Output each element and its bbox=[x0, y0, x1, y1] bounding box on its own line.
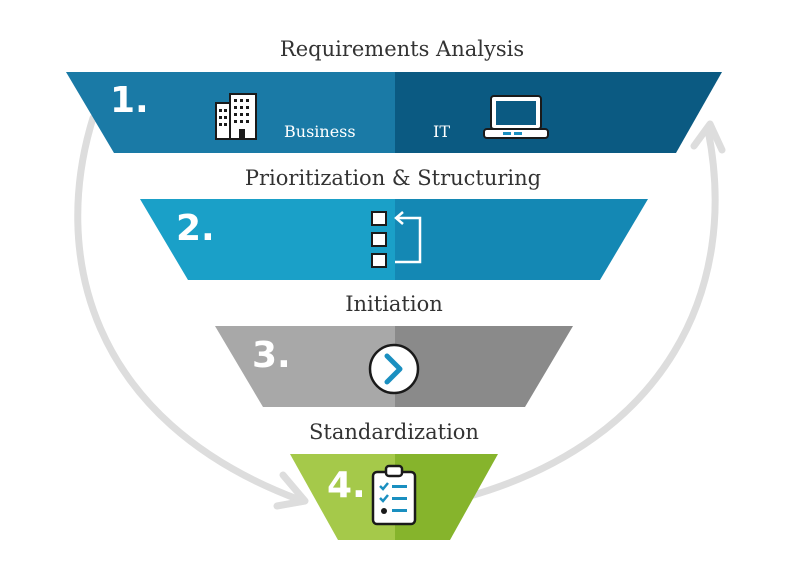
stage-3-band-right bbox=[395, 326, 573, 407]
stage-3-number: 3. bbox=[252, 335, 291, 376]
stage-1-left-label: Business bbox=[284, 122, 356, 141]
stage-2-number: 2. bbox=[176, 208, 215, 249]
stage-2-title: Prioritization & Structuring bbox=[245, 166, 541, 190]
reorder-list-icon bbox=[371, 211, 422, 268]
stage-1-right-label: IT bbox=[433, 122, 450, 141]
stage-4-title: Standardization bbox=[309, 420, 479, 444]
forward-arrow-circle-icon bbox=[368, 343, 420, 395]
clipboard-checklist-icon bbox=[371, 464, 417, 526]
stage-1-title: Requirements Analysis bbox=[280, 37, 524, 61]
cycle-arrows bbox=[74, 114, 726, 510]
stage-1-band-right bbox=[395, 72, 722, 153]
stage-3-title: Initiation bbox=[345, 292, 443, 316]
office-building-icon bbox=[215, 93, 257, 140]
stage-3-band-left bbox=[215, 326, 395, 407]
left-return-arrow bbox=[74, 114, 304, 504]
stage-4-band-left bbox=[290, 454, 395, 540]
stage-1-number: 1. bbox=[110, 80, 149, 121]
stage-2-band-right bbox=[395, 199, 648, 280]
stage-3: Initiation 3. bbox=[215, 292, 573, 407]
stage-2-band-left bbox=[140, 199, 395, 280]
left-arrowhead bbox=[273, 471, 309, 510]
stage-2: Prioritization & Structuring 2. bbox=[140, 166, 648, 280]
laptop-icon bbox=[483, 95, 549, 139]
stage-4-band-right bbox=[395, 454, 498, 540]
right-return-arrow bbox=[466, 126, 719, 500]
stage-4: Standardization 4. bbox=[290, 420, 498, 540]
stage-4-number: 4. bbox=[327, 465, 366, 506]
right-arrowhead bbox=[690, 120, 726, 154]
stage-1: Requirements Analysis 1. Business IT bbox=[66, 37, 722, 153]
